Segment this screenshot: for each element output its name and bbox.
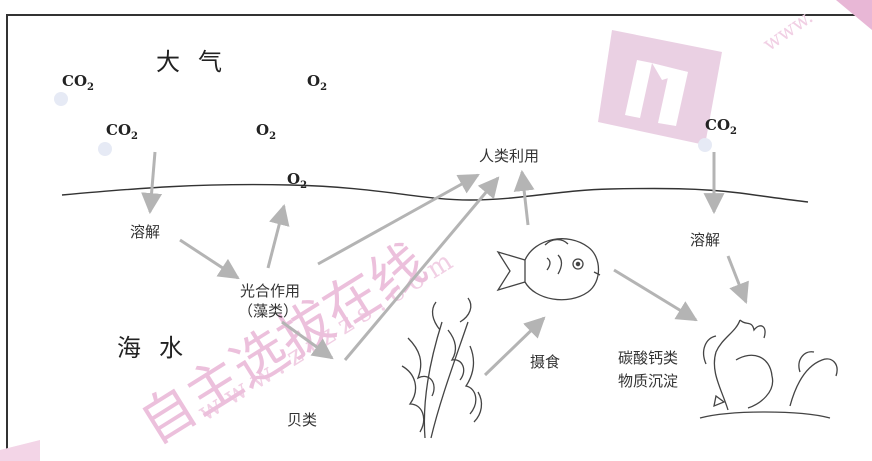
sediment-label-line1: 碳酸钙类 [618,349,679,367]
arrow-co2-to-dissolve-left [141,151,163,215]
arrow-dissolve-to-sediment [726,255,749,304]
co2-label-top-left: CO2 [62,72,94,93]
o2-label-middle: O2 [256,121,277,142]
seaweed-illustration [401,297,483,439]
co2-bubble-1 [54,92,68,106]
co2-label-right: CO2 [705,116,737,137]
watermark-logo [598,30,722,145]
o2-label-low: O2 [287,170,308,191]
o2-label-top: O2 [307,72,328,93]
co2-label-left: CO2 [106,121,138,142]
algae-label: （藻类） [238,302,299,320]
watermark-corner-left [0,440,40,461]
co2-bubble-2 [98,142,112,156]
arrow-photosynthesis-to-o2 [266,203,290,269]
fish-illustration [496,238,601,301]
arrow-dissolve-to-photosynthesis [179,238,240,280]
photosynthesis-label: 光合作用 [240,282,301,300]
feeding-label: 摄食 [530,353,561,371]
arrow-photosynthesis-to-human [317,173,480,266]
sea-surface-line [61,183,809,203]
diagram-frame [6,14,872,461]
dissolve-label-left: 溶解 [130,223,161,241]
arrow-shellfish-to-human [343,176,500,361]
coral-illustration [699,319,838,419]
shellfish-label: 贝类 [287,411,318,429]
arrow-fish-to-sediment [613,268,698,322]
dissolve-label-right: 溶解 [690,231,721,249]
arrow-algae-to-shellfish [281,320,334,360]
seawater-label: 海水 [117,334,201,362]
watermark-corner-right [836,0,872,30]
co2-bubble-3 [698,138,712,152]
arrow-seaweed-to-fish [483,316,546,377]
human-use-label: 人类利用 [479,147,540,165]
sediment-label-line2: 物质沉淀 [618,372,679,390]
arrow-fish-to-human [513,169,535,226]
atmosphere-label: 大气 [156,48,240,76]
